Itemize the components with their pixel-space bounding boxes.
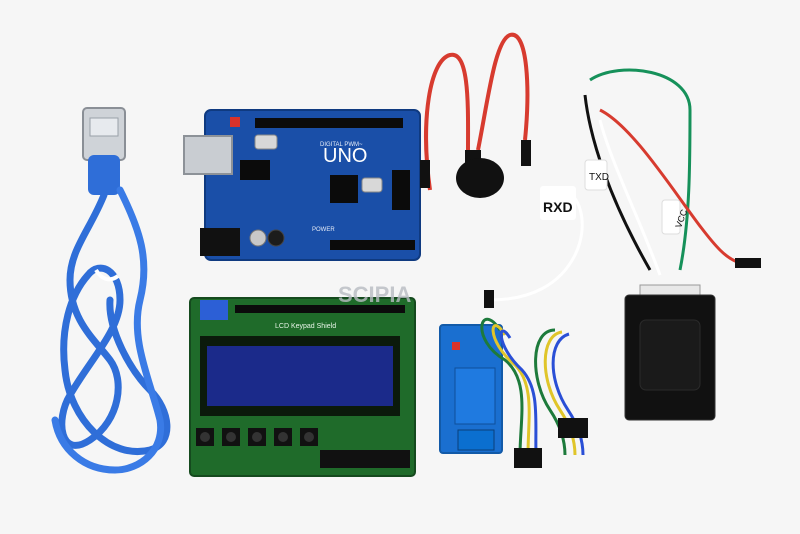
- wire-tag-txd: TXD: [589, 172, 609, 183]
- relay-module: [439, 317, 588, 468]
- fingerprint-sensor: TXD VCC: [583, 68, 761, 421]
- board-uno-label: UNO: [323, 145, 367, 167]
- lcd-shield-title: LCD Keypad Shield: [275, 323, 336, 330]
- rxd-wire: RXD: [484, 186, 584, 308]
- arduino-uno-board: UNO DIGITAL PWM~ POWER: [183, 109, 421, 261]
- lcd-keypad-shield: LCD Keypad Shield: [189, 297, 416, 477]
- buzzer-module: [420, 32, 531, 198]
- watermark-text: SCIPIA: [338, 282, 411, 307]
- wire-tag-rxd: RXD: [543, 199, 573, 215]
- board-header-text: DIGITAL PWM~: [320, 142, 363, 148]
- usb-cable: [51, 107, 171, 474]
- board-power-text: POWER: [312, 227, 335, 233]
